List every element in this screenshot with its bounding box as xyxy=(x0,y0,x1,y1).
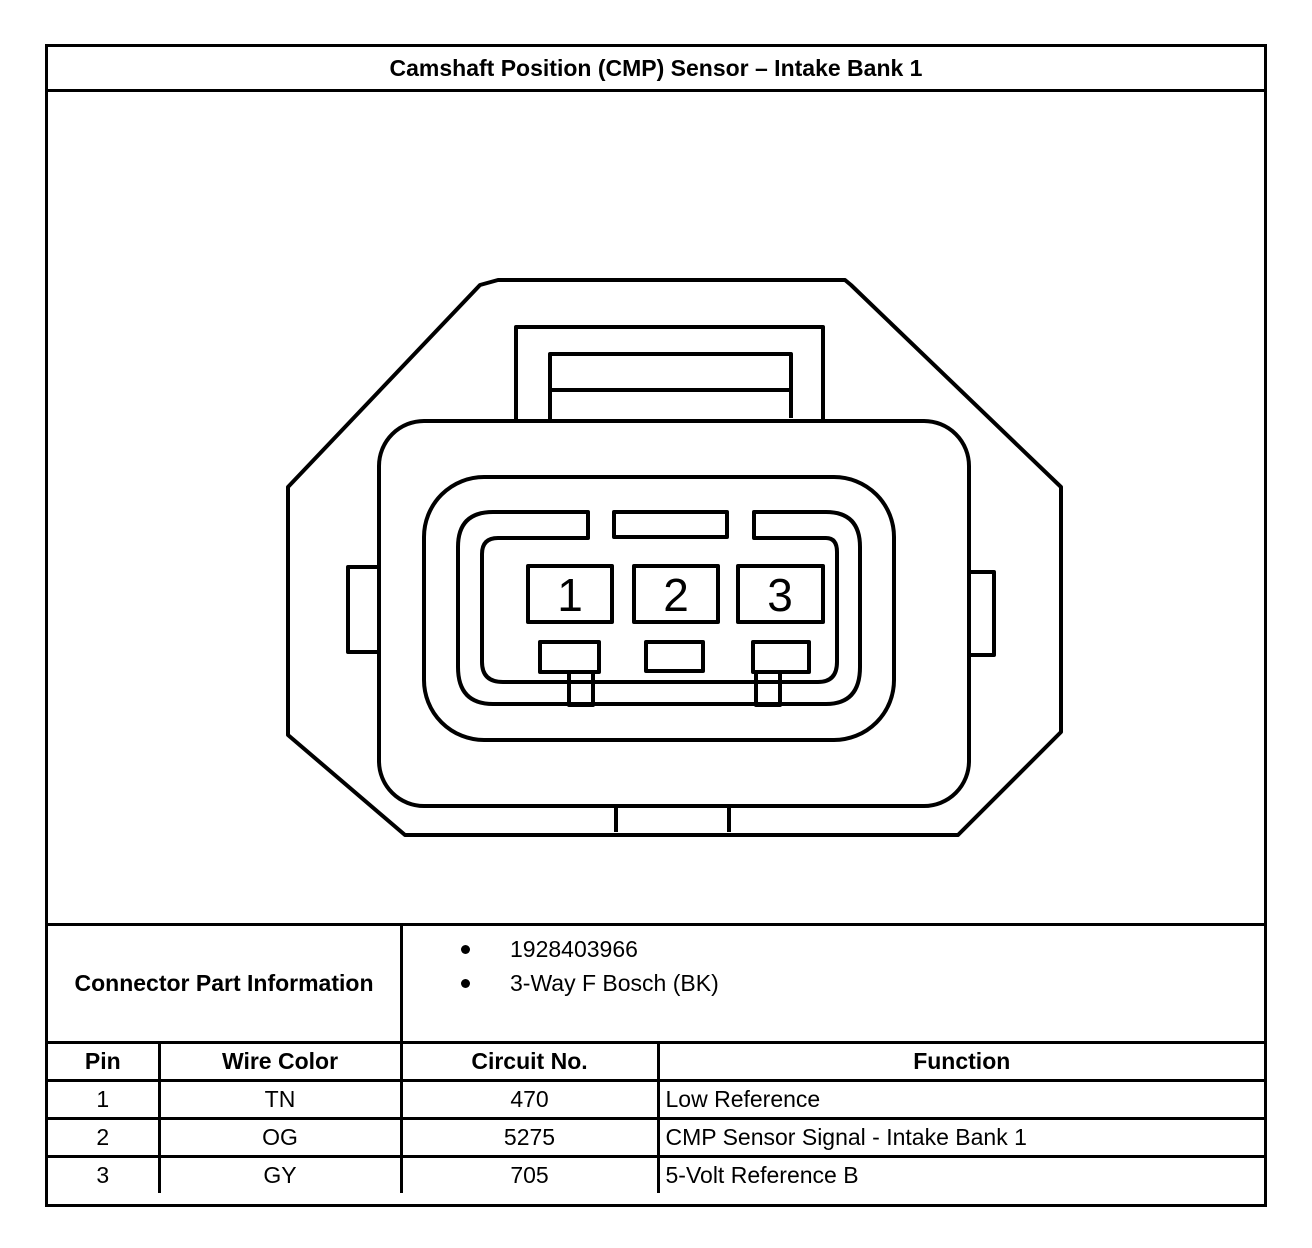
cell-circuit: 705 xyxy=(399,1155,660,1193)
pin-table: Pin Wire Color Circuit No. Function 1 TN… xyxy=(48,1041,1264,1193)
part-info-label: Connector Part Information xyxy=(48,926,403,1041)
pin-1-terminal xyxy=(538,640,601,674)
pin-table-header-row: Pin Wire Color Circuit No. Function xyxy=(48,1041,1264,1082)
cell-function: 5-Volt Reference B xyxy=(656,1155,1264,1193)
connector-bottom-key xyxy=(614,806,731,832)
cell-function: Low Reference xyxy=(656,1079,1264,1120)
pin-2-terminal xyxy=(644,640,705,673)
pin-1-label: 1 xyxy=(557,569,583,621)
bullet-icon xyxy=(461,979,470,988)
pin-3-label: 3 xyxy=(767,569,793,621)
cell-pin: 1 xyxy=(48,1079,161,1120)
header-function: Function xyxy=(656,1041,1264,1082)
cell-wire-color: GY xyxy=(157,1155,403,1193)
connector-housing-outline xyxy=(286,278,1063,837)
cell-pin: 3 xyxy=(48,1155,161,1193)
cell-circuit: 5275 xyxy=(399,1117,660,1158)
part-number: 1928403966 xyxy=(510,936,638,962)
connector-side-tab-right xyxy=(967,570,996,657)
header-circuit: Circuit No. xyxy=(399,1041,660,1082)
pin-3-terminal xyxy=(751,640,811,674)
cell-function: CMP Sensor Signal - Intake Bank 1 xyxy=(656,1117,1264,1158)
connector-latch-inner xyxy=(548,352,793,421)
connector-face-drawing: 1 2 3 xyxy=(286,278,1063,837)
connector-cavity-inner xyxy=(456,510,862,706)
pin-2-label-box xyxy=(632,564,720,624)
connector-latch xyxy=(514,325,825,421)
pin-3-terminal-stem xyxy=(754,670,782,707)
table-row: 3 GY 705 5-Volt Reference B xyxy=(48,1155,1264,1193)
table-row: 2 OG 5275 CMP Sensor Signal - Intake Ban… xyxy=(48,1117,1264,1158)
connector-sheet: Camshaft Position (CMP) Sensor – Intake … xyxy=(45,44,1267,1207)
connector-cavity-outer xyxy=(422,475,896,742)
cell-wire-color: TN xyxy=(157,1079,403,1120)
pin-1-terminal-stem xyxy=(567,670,595,707)
cell-pin: 2 xyxy=(48,1117,161,1158)
connector-diagram: 1 2 3 xyxy=(48,92,1264,924)
connector-part-info: Connector Part Information 1928403966 3-… xyxy=(48,923,1264,1041)
pin-2-label: 2 xyxy=(663,569,689,621)
header-wire-color: Wire Color xyxy=(157,1041,403,1082)
part-info-item: 3-Way F Bosch (BK) xyxy=(403,966,719,1000)
connector-side-tab-left xyxy=(346,565,381,654)
cell-wire-color: OG xyxy=(157,1117,403,1158)
table-row: 1 TN 470 Low Reference xyxy=(48,1079,1264,1120)
header-pin: Pin xyxy=(48,1041,161,1082)
pin-3-label-box xyxy=(736,564,825,624)
cell-circuit: 470 xyxy=(399,1079,660,1120)
bullet-icon xyxy=(461,945,470,954)
sheet-title: Camshaft Position (CMP) Sensor – Intake … xyxy=(48,47,1264,92)
connector-type: 3-Way F Bosch (BK) xyxy=(510,970,719,996)
connector-body xyxy=(377,419,971,808)
part-info-list: 1928403966 3-Way F Bosch (BK) xyxy=(403,932,719,1000)
pin-1-label-box xyxy=(526,564,614,624)
part-info-item: 1928403966 xyxy=(403,932,719,966)
connector-key-slot xyxy=(612,510,729,539)
